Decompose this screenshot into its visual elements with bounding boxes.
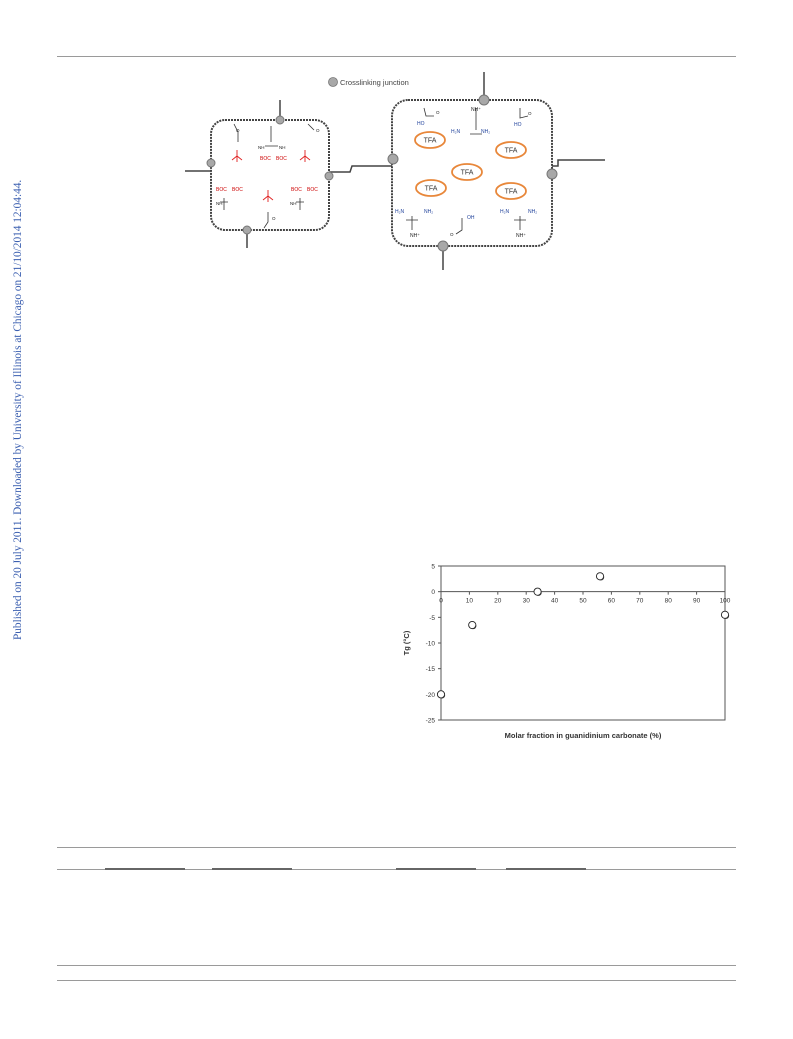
chart-data-point xyxy=(720,610,730,619)
network-scheme: Crosslinking junction BOC BOC BOC BOC BO… xyxy=(185,72,605,270)
chart-y-tick-label: -15 xyxy=(426,666,436,673)
right-network-box xyxy=(391,99,553,247)
tfa-ellipse xyxy=(495,182,527,200)
tfa-label: TFA xyxy=(505,189,518,196)
tfa-label: TFA xyxy=(425,186,438,193)
junction-node xyxy=(206,158,216,168)
chart-x-tick-label: 10 xyxy=(466,598,474,605)
junction-node xyxy=(324,171,334,181)
junction-node xyxy=(546,168,558,180)
chart-x-tick-label: 50 xyxy=(579,598,587,605)
o-label: O xyxy=(450,232,454,237)
chart-data-point xyxy=(468,620,477,630)
nh-label: NH xyxy=(279,145,286,150)
chart-y-tick-label: -10 xyxy=(426,641,436,648)
top-rule xyxy=(57,56,736,57)
chart-x-tick-label: 100 xyxy=(720,598,731,605)
chart-y-tick-label: -20 xyxy=(426,692,436,699)
tfa-label: TFA xyxy=(505,148,518,155)
junction-node xyxy=(387,153,399,165)
chart-y-tick-label: -5 xyxy=(429,615,435,622)
boc-label: BOC xyxy=(276,156,287,162)
boc-label: BOC xyxy=(260,156,271,162)
boc-label: BOC xyxy=(307,187,318,193)
ho-label: HO xyxy=(514,122,522,128)
o-label: O xyxy=(236,128,240,133)
footer-rule-2 xyxy=(57,980,736,981)
boc-label: BOC xyxy=(291,187,302,193)
chart-x-tick-label: 60 xyxy=(608,598,616,605)
nh-label: NH xyxy=(258,145,265,150)
junction-node xyxy=(478,94,490,106)
chart-x-tick-label: 70 xyxy=(636,598,644,605)
nh-plus-label: NH⁺ xyxy=(410,233,420,239)
h2n-label: H₂N xyxy=(395,209,405,215)
left-network-box xyxy=(210,119,330,231)
o-label: O xyxy=(528,111,532,116)
chart-x-tick-label: 20 xyxy=(494,598,502,605)
boc-label: BOC xyxy=(232,187,243,193)
tfa-ellipse xyxy=(414,131,446,149)
chart-x-axis-label: Molar fraction in guanidinium carbonate … xyxy=(505,731,662,740)
legend-label: Crosslinking junction xyxy=(340,78,409,87)
nh-label: NH xyxy=(290,201,297,206)
nh-plus-label: NH⁺ xyxy=(471,107,481,113)
h2n-label: H₂N xyxy=(500,209,510,215)
chart-data-point xyxy=(533,587,542,596)
boc-label: BOC xyxy=(216,187,227,193)
chart-y-axis-label: Tg (°C) xyxy=(402,630,411,655)
o-label: O xyxy=(316,128,320,133)
chart-x-tick-label: 30 xyxy=(523,598,531,605)
rule-segment xyxy=(105,868,185,870)
chart-x-tick-label: 90 xyxy=(693,598,701,605)
section-rule-1 xyxy=(57,847,736,848)
tfa-ellipse xyxy=(451,163,483,181)
rule-segment xyxy=(212,868,292,870)
nh2-label: NH₂ xyxy=(528,209,537,215)
tfa-label: TFA xyxy=(424,138,437,145)
chart-x-tick-label: 40 xyxy=(551,598,559,605)
chart-y-tick-label: 0 xyxy=(431,589,435,596)
nh2-label: NH₂ xyxy=(424,209,433,215)
junction-node xyxy=(242,225,252,235)
nh-plus-label: NH⁺ xyxy=(516,233,526,239)
legend-junction-icon xyxy=(328,77,338,87)
tfa-ellipse xyxy=(495,141,527,159)
o-label: O xyxy=(436,110,440,115)
chart-data-point xyxy=(595,572,605,581)
chart-data-point xyxy=(436,690,446,699)
o-label: O xyxy=(272,216,276,221)
nh2-label: NH₂ xyxy=(481,129,490,135)
tfa-label: TFA xyxy=(461,170,474,177)
tfa-ellipse xyxy=(415,179,447,197)
junction-node xyxy=(275,115,285,125)
rule-segment xyxy=(506,868,586,870)
h2n-label: H₂N xyxy=(451,129,461,135)
download-stamp: Published on 20 July 2011. Downloaded by… xyxy=(12,179,24,640)
chart-y-tick-label: -25 xyxy=(426,718,436,725)
chart-plot-area xyxy=(440,565,726,721)
chart-y-tick-label: 5 xyxy=(431,564,435,571)
footer-rule-1 xyxy=(57,965,736,966)
chart-x-tick-label: 80 xyxy=(665,598,673,605)
rule-segment xyxy=(396,868,476,870)
junction-node xyxy=(437,240,449,252)
chart-x-tick-label: 0 xyxy=(439,598,443,605)
nh-label: NH xyxy=(216,201,223,206)
oh-label: OH xyxy=(467,215,475,221)
ho-label: HO xyxy=(417,121,425,127)
